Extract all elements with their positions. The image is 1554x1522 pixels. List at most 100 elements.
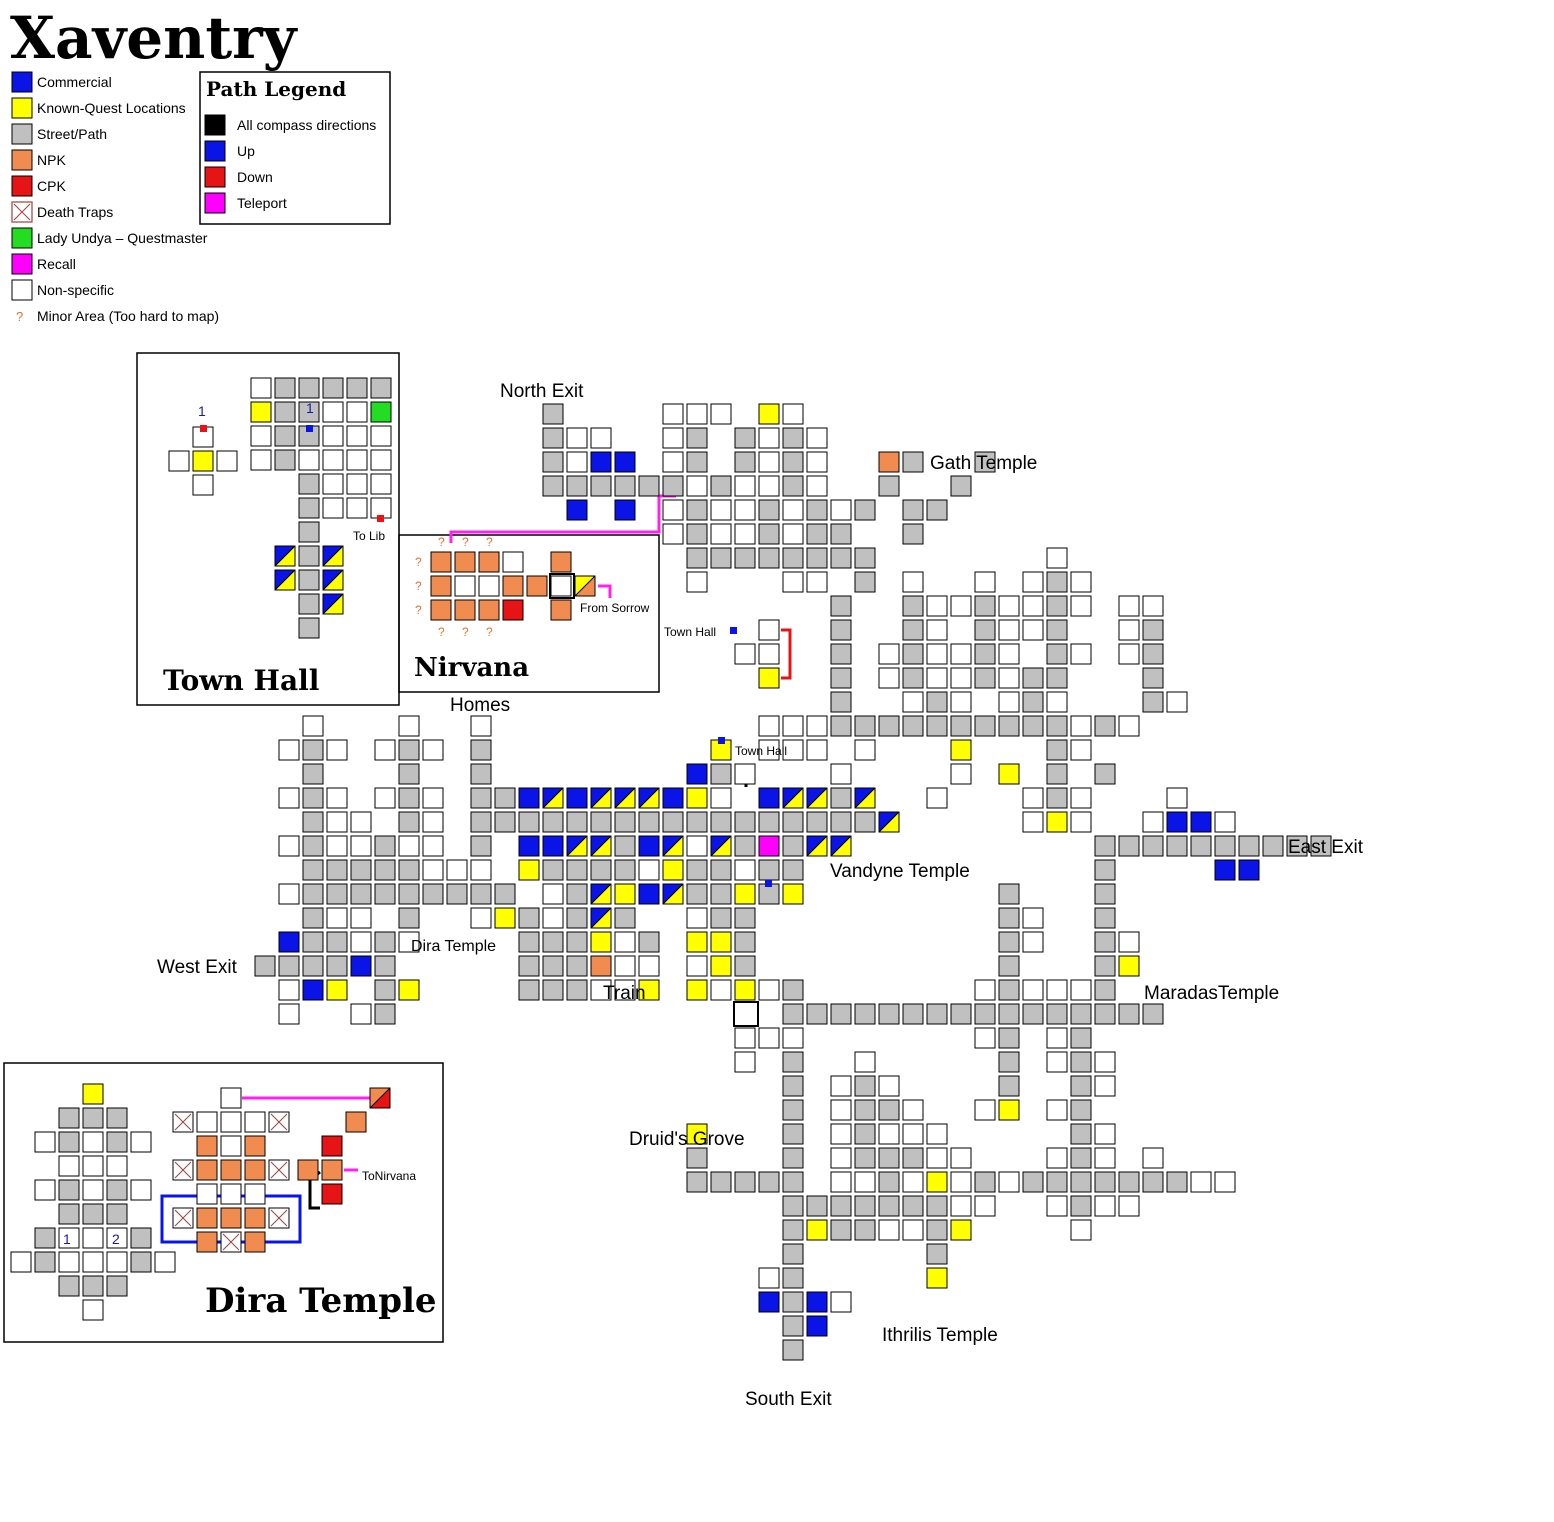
room [130,1227,152,1249]
room [926,715,948,737]
dira-temple-inset-title: Dira Temple [205,1281,437,1321]
room [998,667,1020,689]
room [950,1195,972,1217]
room [502,575,524,597]
path-legend-title: Path Legend [206,77,346,101]
room [34,1251,56,1273]
room [566,835,588,857]
room [154,1251,176,1273]
room [322,593,344,615]
room [758,787,780,809]
room [518,859,540,881]
room [298,593,320,615]
room [902,667,924,689]
room [566,811,588,833]
room [710,859,732,881]
dira-temple-inset [3,1062,444,1343]
room [566,787,588,809]
room [950,643,972,665]
legend-item: Known-Quest Locations [11,97,186,119]
room [614,499,636,521]
room [854,1099,876,1121]
room [854,547,876,569]
room [710,811,732,833]
minor-area-mark: ? [486,625,493,639]
room [274,449,296,471]
room [298,377,320,399]
room [974,1099,996,1121]
svg-text:?: ? [16,309,23,324]
room [590,475,612,497]
room [326,907,348,929]
room [244,1159,266,1181]
room [34,1227,56,1249]
room [902,691,924,713]
room [782,1243,804,1265]
room [574,575,596,597]
room [734,451,756,473]
room [1094,955,1116,977]
room [734,1027,756,1049]
room [244,1207,266,1229]
room [302,907,324,929]
room [1118,1171,1140,1193]
room [710,787,732,809]
nirvana-inset-title: Nirvana [414,653,529,683]
room [1070,571,1092,593]
room [1142,1147,1164,1169]
room [782,427,804,449]
room [494,787,516,809]
room [806,715,828,737]
room [470,739,492,761]
room [734,835,756,857]
room [614,451,636,473]
room [806,787,828,809]
room [274,425,296,447]
room [686,571,708,593]
room [1118,643,1140,665]
room [758,403,780,425]
room [734,547,756,569]
room [1142,1171,1164,1193]
legend-label: Death Traps [37,204,113,220]
room [662,403,684,425]
room [346,425,368,447]
room [758,427,780,449]
room [1214,811,1236,833]
room [974,1195,996,1217]
room [422,787,444,809]
room [758,1171,780,1193]
room [298,569,320,591]
room [216,450,238,472]
room [1166,835,1188,857]
room [430,551,452,573]
room [542,835,564,857]
room [974,667,996,689]
legend-label: Commercial [37,74,112,90]
room [782,811,804,833]
room [350,835,372,857]
room [614,931,636,953]
room [806,835,828,857]
room [1142,667,1164,689]
room [878,1075,900,1097]
room [1094,835,1116,857]
room [830,1099,852,1121]
room [220,1111,242,1133]
room [686,499,708,521]
room [542,403,564,425]
legend-item: Recall [11,253,76,275]
room [244,1183,266,1205]
room [322,569,344,591]
room [782,859,804,881]
minor-area-mark: ? [438,625,445,639]
room [686,883,708,905]
room [1070,643,1092,665]
room [878,1195,900,1217]
room [686,523,708,545]
room [878,811,900,833]
room [902,715,924,737]
room [614,955,636,977]
room [1166,691,1188,713]
label-vandyne-temple: Vandyne Temple [830,861,970,882]
